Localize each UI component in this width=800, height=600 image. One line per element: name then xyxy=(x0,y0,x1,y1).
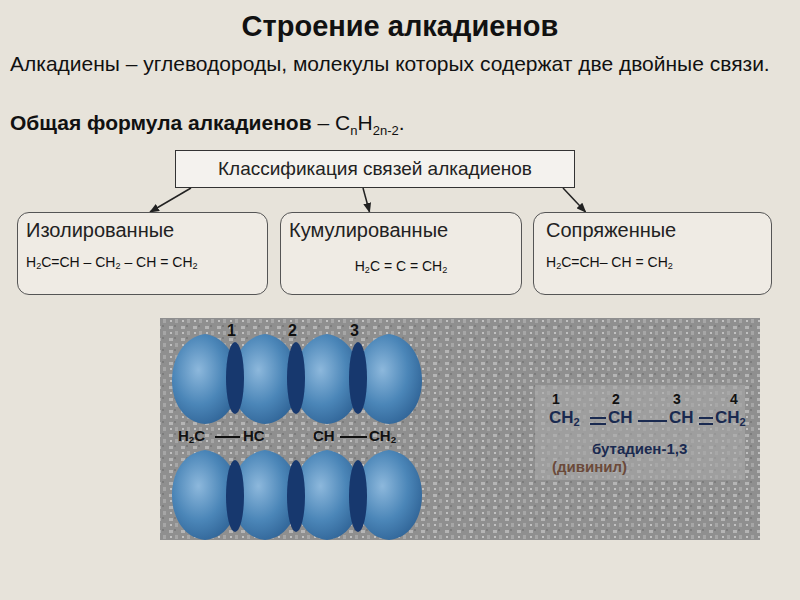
formula-part: – C xyxy=(318,111,351,134)
box-heading: Кумулированные xyxy=(289,219,513,242)
carbon-number: 1 xyxy=(552,391,560,407)
carbon-number: 2 xyxy=(612,391,620,407)
formula-subscript: n xyxy=(350,123,357,138)
formula-caption: Общая формула алкадиенов xyxy=(10,111,312,134)
classification-arrow xyxy=(563,188,586,212)
callout-number: 2 xyxy=(288,322,297,340)
bond-type-box: ИзолированныеH2C=CH – CH2 – CH = CH2 xyxy=(17,212,268,295)
formula-part: H xyxy=(358,111,373,134)
atom-group: CH xyxy=(313,427,335,444)
classification-arrow xyxy=(363,188,370,212)
general-formula-line: Общая формула алкадиенов – CnH2n-2. xyxy=(10,111,405,138)
bond-type-box: СопряженныеH2C=CH– CH = CH2 xyxy=(533,212,772,295)
sigma-bonds xyxy=(215,436,367,438)
atom-group: CH xyxy=(608,408,633,428)
formula-subscript: 2n-2 xyxy=(373,123,399,138)
bond-type-box: КумулированныеH2C = C = CH2 xyxy=(280,212,522,295)
trivial-name: (дивинил) xyxy=(552,458,627,475)
atom-group: CH2 xyxy=(549,408,580,428)
classification-arrow xyxy=(150,188,191,212)
p-orbitals xyxy=(172,334,422,540)
structural-formula: H2C=CH– CH = CH2 xyxy=(546,254,759,270)
atom-group: H2C xyxy=(178,427,205,444)
classification-box: Классификация связей алкадиенов xyxy=(175,150,575,188)
definition-text: Алкадиены – углеводороды, молекулы котор… xyxy=(10,50,790,78)
carbon-number: 3 xyxy=(673,391,681,407)
atom-group: CH xyxy=(669,408,694,428)
formula-part: . xyxy=(399,111,405,134)
callout-number: 3 xyxy=(350,322,359,340)
compound-name: бутадиен-1,3 xyxy=(592,440,687,457)
slide-title: Строение алкадиенов xyxy=(0,10,800,43)
box-heading: Изолированные xyxy=(26,219,259,242)
atom-group: CH2 xyxy=(715,408,746,428)
structural-formula: H2C=CH – CH2 – CH = CH2 xyxy=(26,254,259,270)
carbon-number: 4 xyxy=(730,391,738,407)
box-heading: Классификация связей алкадиенов xyxy=(184,158,566,180)
atom-group: HC xyxy=(243,427,265,444)
box-heading: Сопряженные xyxy=(546,219,759,242)
structural-formula: H2C = C = CH2 xyxy=(289,258,513,274)
callout-number: 1 xyxy=(227,322,236,340)
atom-group: CH2 xyxy=(369,427,396,444)
